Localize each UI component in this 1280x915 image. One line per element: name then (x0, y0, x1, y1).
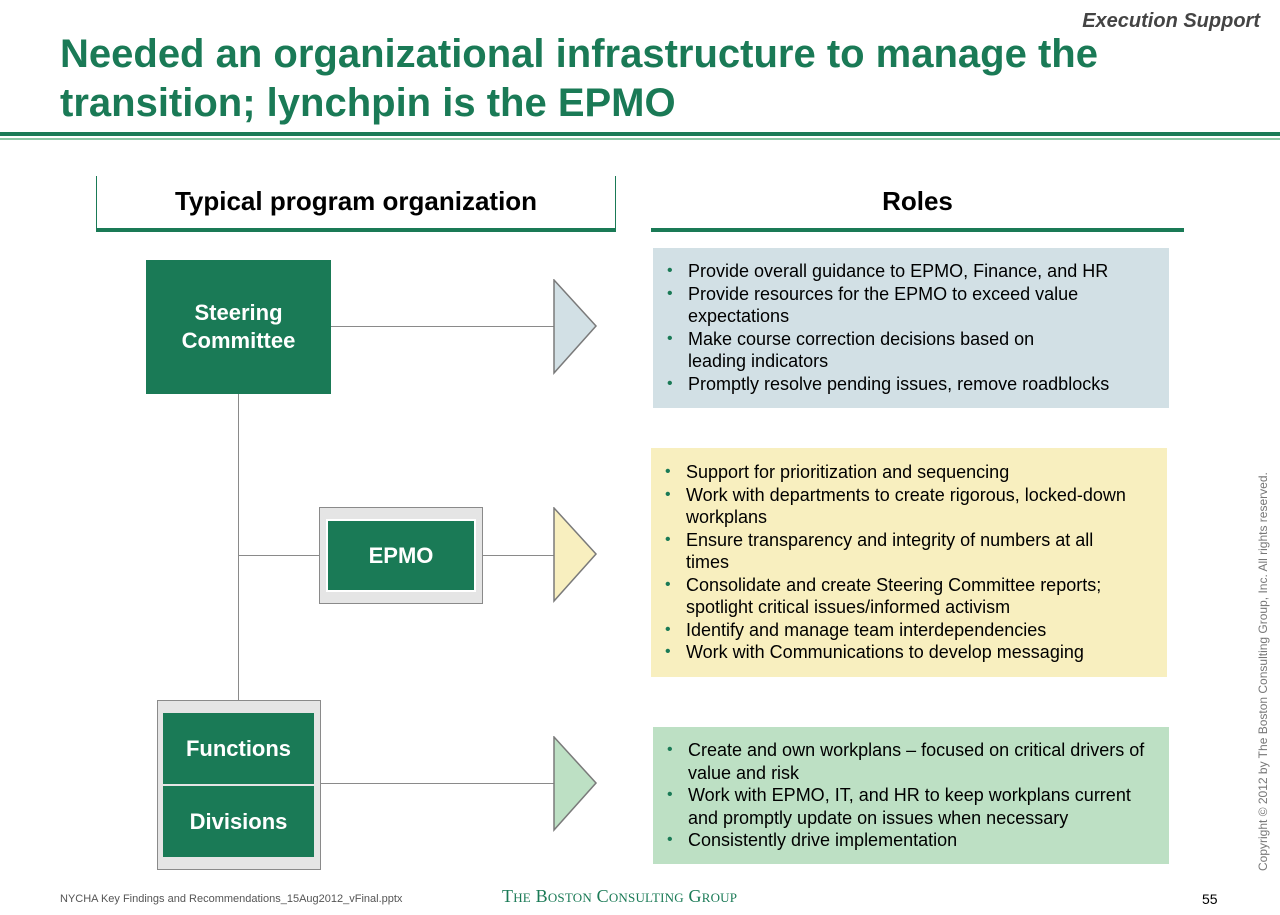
list-item: Provide overall guidance to EPMO, Financ… (667, 260, 1153, 283)
list-item: Make course correction decisions based o… (667, 328, 1153, 373)
list-item: Consistently drive implementation (667, 829, 1153, 852)
steering-roles: Provide overall guidance to EPMO, Financ… (653, 248, 1169, 408)
slide-title: Needed an organizational infrastructure … (60, 32, 1098, 125)
org-trunk-line (238, 394, 239, 700)
list-item: Work with departments to create rigorous… (665, 484, 1151, 529)
list-item: Provide resources for the EPMO to exceed… (667, 283, 1153, 328)
list-item: Create and own workplans – focused on cr… (667, 739, 1153, 784)
list-item: Identify and manage team interdependenci… (665, 619, 1151, 642)
bcg-logo: The Boston Consulting Group (502, 886, 738, 906)
epmo-box: EPMO (326, 519, 476, 592)
fd-connector (319, 783, 555, 784)
title-rule (0, 132, 1280, 136)
section-tag: Execution Support (1082, 10, 1260, 32)
org-column-heading: Typical program organization (96, 176, 616, 232)
epmo-connector (481, 555, 555, 556)
list-item: Ensure transparency and integrity of num… (665, 529, 1151, 574)
epmo-arrow-icon (553, 507, 598, 603)
functions-box: Functions (163, 713, 314, 784)
footer-filename: NYCHA Key Findings and Recommendations_1… (60, 893, 403, 905)
list-item: Consolidate and create Steering Committe… (665, 574, 1151, 619)
list-item: Work with Communications to develop mess… (665, 641, 1151, 664)
list-item: Support for prioritization and sequencin… (665, 461, 1151, 484)
copyright-notice: Copyright © 2012 by The Boston Consultin… (1256, 472, 1270, 871)
list-item: Promptly resolve pending issues, remove … (667, 373, 1153, 396)
roles-column-heading: Roles (651, 176, 1184, 232)
page-number: 55 (1202, 891, 1218, 907)
epmo-roles: Support for prioritization and sequencin… (651, 448, 1167, 677)
list-item: Work with EPMO, IT, and HR to keep workp… (667, 784, 1153, 829)
epmo-branch-line (238, 555, 319, 556)
fd-arrow-icon (553, 736, 598, 832)
steering-connector (331, 326, 555, 327)
title-rule-thin (0, 138, 1280, 140)
steering-arrow-icon (553, 279, 598, 375)
functions-divisions-roles: Create and own workplans – focused on cr… (653, 727, 1169, 864)
steering-committee-box: Steering Committee (146, 260, 331, 394)
divisions-box: Divisions (163, 786, 314, 857)
